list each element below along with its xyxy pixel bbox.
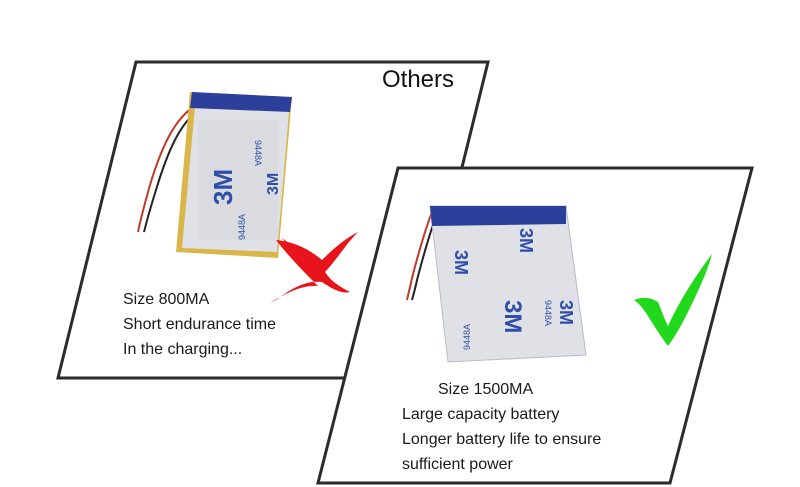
others-endurance-line: Short endurance time (123, 316, 276, 333)
ours-power-line: sufficient power (402, 456, 513, 473)
others-heading: Others (382, 66, 455, 93)
ours-capacity-line: Large capacity battery (402, 406, 560, 423)
svg-text:3M: 3M (208, 169, 238, 205)
svg-text:9448A: 9448A (543, 300, 553, 326)
others-battery-wires (137, 107, 197, 233)
svg-text:3M: 3M (451, 250, 471, 275)
svg-text:9448A: 9448A (237, 214, 247, 240)
svg-text:3M: 3M (265, 173, 282, 195)
ours-size-line: Size 1500MA (438, 381, 534, 398)
check-mark-icon (634, 254, 712, 346)
svg-text:3M: 3M (516, 228, 536, 253)
others-size-line: Size 800MA (123, 291, 210, 308)
ours-life-line: Longer battery life to ensure (402, 431, 602, 448)
svg-text:9448A: 9448A (462, 324, 472, 350)
svg-text:9448A: 9448A (253, 140, 263, 166)
ours-battery: 3M 3M 3M 3M 9448A 9448A (429, 205, 587, 363)
svg-text:3M: 3M (556, 300, 576, 325)
others-charging-line: In the charging... (123, 341, 243, 358)
others-description: Size 800MA Short endurance time In the c… (123, 287, 276, 362)
others-battery: 3M 3M 9448A 9448A (176, 92, 292, 258)
cross-mark-icon (270, 232, 358, 303)
svg-text:3M: 3M (499, 300, 526, 333)
ours-battery-wires (406, 211, 438, 301)
ours-description: Size 1500MA Large capacity battery Longe… (402, 377, 601, 477)
